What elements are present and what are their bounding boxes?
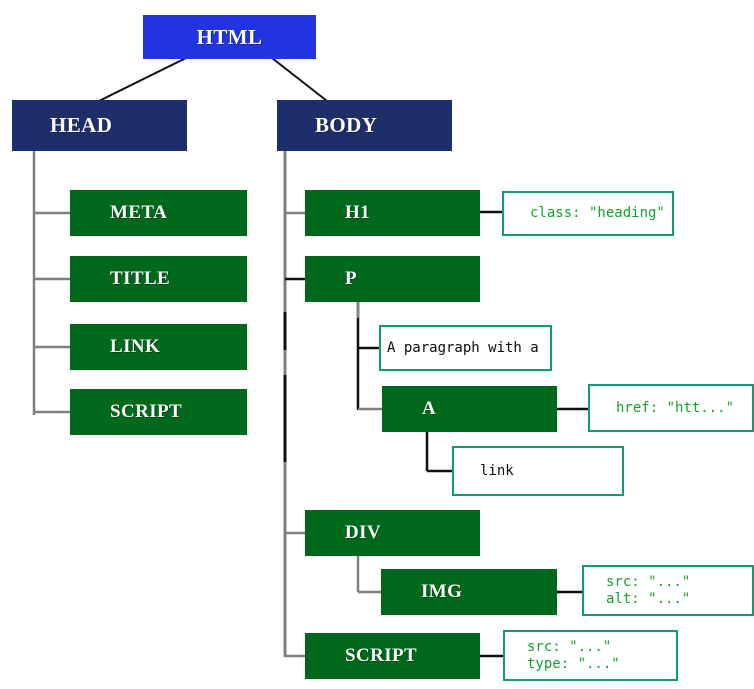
attr-script-type: type: "..."	[527, 655, 620, 672]
node-meta[interactable]: META	[70, 190, 247, 236]
wire-html-head	[98, 57, 187, 102]
node-body-script[interactable]: SCRIPT	[305, 633, 480, 679]
node-a-label: A	[422, 398, 437, 419]
node-h1[interactable]: H1	[305, 190, 480, 236]
node-head-script[interactable]: SCRIPT	[70, 389, 247, 435]
node-body[interactable]: BODY	[277, 100, 452, 151]
attrbox-h1[interactable]: class: "heading"	[502, 191, 674, 236]
attrbox-script[interactable]: src: "..." type: "..."	[503, 630, 678, 681]
attr-script-src: src: "..."	[527, 638, 612, 655]
node-link-label: LINK	[110, 336, 161, 357]
node-head[interactable]: HEAD	[12, 100, 187, 151]
node-html-label: HTML	[196, 24, 263, 49]
textbox-link-label: link	[480, 463, 514, 479]
node-img[interactable]: IMG	[381, 569, 557, 615]
wire-html-body	[271, 57, 328, 102]
node-title-label: TITLE	[110, 268, 171, 289]
node-img-label: IMG	[421, 581, 463, 602]
node-head-label: HEAD	[50, 113, 113, 137]
node-html[interactable]: HTML	[143, 15, 316, 59]
attr-img-alt: alt: "..."	[606, 590, 691, 607]
node-div[interactable]: DIV	[305, 510, 480, 556]
node-a[interactable]: A	[382, 386, 557, 432]
textbox-paragraph[interactable]: A paragraph with a	[379, 325, 552, 371]
attrbox-img[interactable]: src: "..." alt: "..."	[582, 565, 754, 616]
attr-img-src: src: "..."	[606, 573, 691, 590]
node-body-script-label: SCRIPT	[345, 645, 418, 666]
node-p-label: P	[345, 268, 358, 289]
attr-a-href: href: "htt..."	[616, 399, 735, 416]
attr-h1-class: class: "heading"	[530, 205, 665, 221]
node-p[interactable]: P	[305, 256, 480, 302]
node-body-label: BODY	[315, 113, 378, 137]
node-meta-label: META	[110, 202, 168, 223]
node-link[interactable]: LINK	[70, 324, 247, 370]
node-head-script-label: SCRIPT	[110, 401, 183, 422]
textbox-link[interactable]: link	[452, 446, 624, 496]
attrbox-a[interactable]: href: "htt..."	[588, 384, 754, 432]
node-h1-label: H1	[345, 202, 371, 223]
textbox-paragraph-label: A paragraph with a	[387, 340, 539, 356]
node-title[interactable]: TITLE	[70, 256, 247, 302]
node-div-label: DIV	[345, 522, 382, 543]
